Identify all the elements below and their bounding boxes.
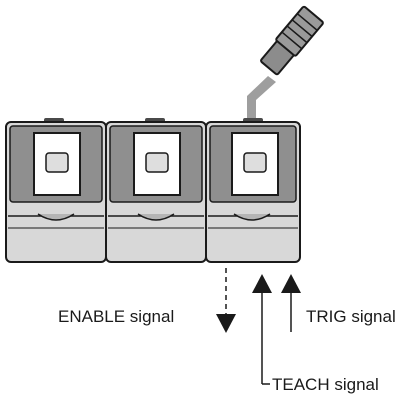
module-3-indicator xyxy=(243,152,267,173)
enable-arrow xyxy=(216,268,236,333)
module-1 xyxy=(5,118,107,263)
module-2-indicator xyxy=(145,152,169,173)
module-3 xyxy=(205,118,301,263)
teach-signal-label: TEACH signal xyxy=(272,375,379,394)
module-1-notch xyxy=(37,213,75,221)
enable-signal-label: ENABLE signal xyxy=(58,307,174,326)
trig-arrow xyxy=(281,274,301,332)
teach-arrow xyxy=(252,274,272,385)
cable xyxy=(247,76,276,123)
module-2 xyxy=(105,118,207,263)
trig-signal-label: TRIG signal xyxy=(306,307,396,326)
cable-connector xyxy=(247,5,324,123)
module-1-indicator xyxy=(45,152,69,173)
connector-plug xyxy=(260,5,324,76)
module-3-notch xyxy=(233,213,271,221)
module-2-notch xyxy=(137,213,175,221)
